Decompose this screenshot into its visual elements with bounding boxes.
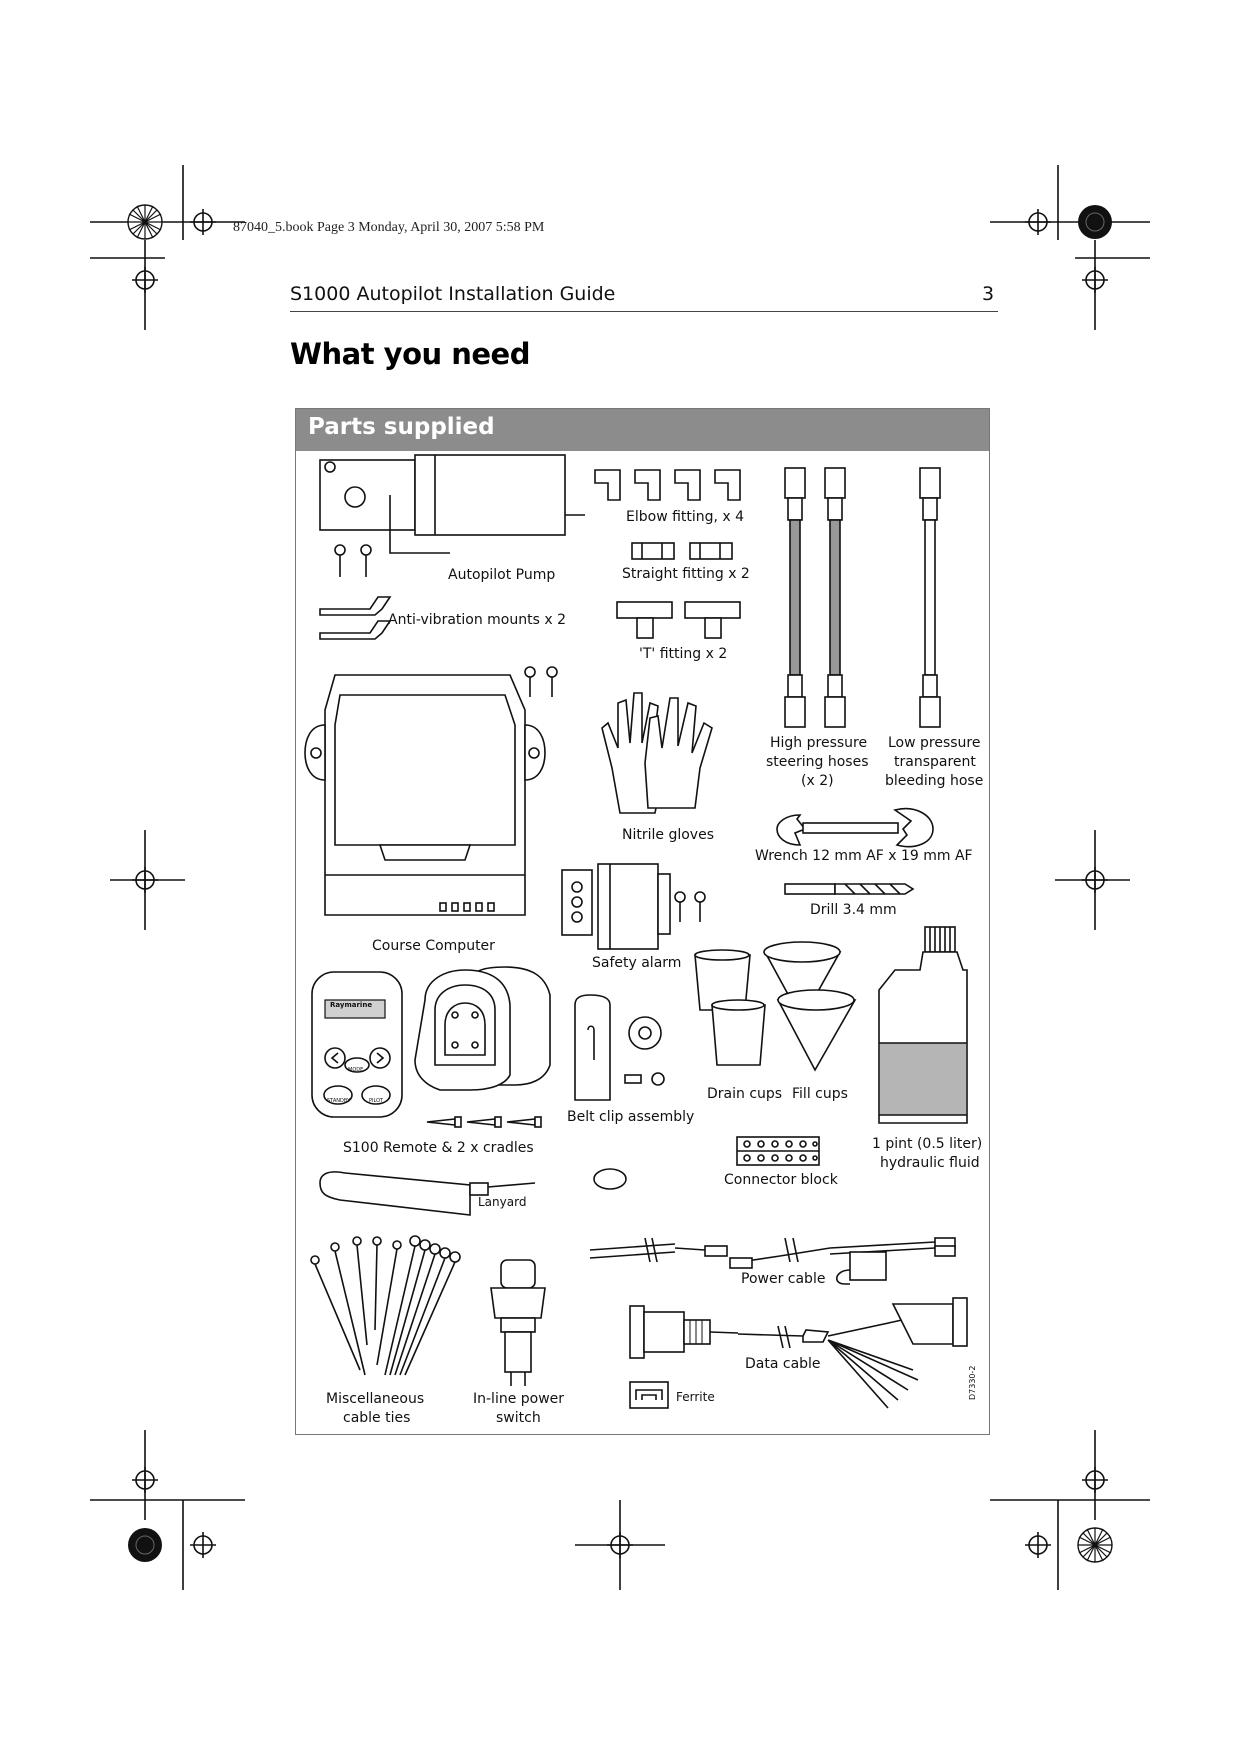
running-header-title: S1000 Autopilot Installation Guide <box>290 283 616 305</box>
remote-pilot: PILOT <box>369 1098 384 1104</box>
high-pressure-label-2: steering hoses <box>766 754 869 770</box>
fill-cups-label: Fill cups <box>792 1086 848 1102</box>
t-fitting-label: 'T' fitting x 2 <box>639 646 728 662</box>
remote-mode: MODE <box>348 1067 364 1073</box>
drain-cups-label: Drain cups <box>707 1086 783 1102</box>
print-info: 87040_5.book Page 3 Monday, April 30, 20… <box>233 220 545 235</box>
s100-remote-icon <box>311 971 403 1118</box>
data-cable-label: Data cable <box>745 1356 821 1372</box>
remote-brand: Raymarine <box>330 1001 373 1009</box>
inline-switch-label-2: switch <box>496 1410 541 1426</box>
high-pressure-label-3: (x 2) <box>801 773 834 789</box>
autopilot-pump-label: Autopilot Pump <box>448 567 556 583</box>
high-pressure-hoses-icon <box>784 467 846 728</box>
drain-cups-icon <box>694 949 766 1066</box>
autopilot-pump-icon <box>319 454 585 577</box>
remote-standby: STANDBY <box>327 1098 351 1104</box>
high-pressure-label-1: High pressure <box>770 735 868 751</box>
cable-ties-icon <box>310 1235 461 1376</box>
elbow-fitting-label: Elbow fitting, x 4 <box>626 509 745 525</box>
inline-power-switch-icon <box>490 1259 546 1386</box>
lanyard-label: Lanyard <box>478 1195 527 1209</box>
data-cable-icon <box>629 1297 968 1409</box>
straight-fittings-icon <box>631 542 733 560</box>
lanyard-icon <box>319 1168 627 1216</box>
low-pressure-label-2: transparent <box>894 754 976 770</box>
anti-vibration-mounts-icon <box>319 596 392 640</box>
power-cable-icon <box>589 1237 956 1285</box>
low-pressure-label-1: Low pressure <box>888 735 981 751</box>
connector-block-label: Connector block <box>724 1172 838 1188</box>
low-pressure-label-3: bleeding hose <box>885 773 984 789</box>
low-pressure-hose-icon <box>919 467 941 728</box>
course-computer-label: Course Computer <box>372 938 495 954</box>
belt-clip-label: Belt clip assembly <box>567 1109 695 1125</box>
cradle-screws-icon <box>426 1116 542 1128</box>
hydraulic-fluid-bottle-icon <box>878 926 968 1124</box>
safety-alarm-icon <box>561 863 706 950</box>
wrench-icon <box>776 808 934 848</box>
power-cable-label: Power cable <box>741 1271 826 1287</box>
inline-switch-label-1: In-line power <box>473 1391 565 1407</box>
anti-vibration-label: Anti-vibration mounts x 2 <box>388 612 566 628</box>
figure-id: D7330-2 <box>968 1365 977 1401</box>
nitrile-gloves-icon <box>601 692 713 814</box>
nitrile-gloves-label: Nitrile gloves <box>622 827 714 843</box>
page-number: 3 <box>982 283 995 305</box>
drill-bit-icon <box>784 883 915 895</box>
cable-ties-label-1: Miscellaneous <box>326 1391 425 1407</box>
cable-ties-label-2: cable ties <box>343 1410 411 1426</box>
header-rule <box>290 311 998 312</box>
connector-block-icon <box>736 1136 820 1166</box>
panel-header: Parts supplied <box>296 409 989 451</box>
ferrite-icon <box>629 1381 669 1409</box>
hydraulic-fluid-label-2: hydraulic fluid <box>880 1155 980 1171</box>
ferrite-label: Ferrite <box>676 1390 715 1404</box>
hydraulic-fluid-label-1: 1 pint (0.5 liter) <box>872 1136 983 1152</box>
panel-title: Parts supplied <box>308 414 495 440</box>
page-title: What you need <box>290 337 530 371</box>
wrench-label: Wrench 12 mm AF x 19 mm AF <box>755 848 973 864</box>
t-fittings-icon <box>616 601 741 639</box>
remote-cradles-icon <box>414 966 551 1091</box>
course-computer-icon <box>304 666 558 916</box>
drill-label: Drill 3.4 mm <box>810 902 897 918</box>
s100-remote-label: S100 Remote & 2 x cradles <box>343 1140 534 1156</box>
straight-fitting-label: Straight fitting x 2 <box>622 566 750 582</box>
safety-alarm-label: Safety alarm <box>592 955 682 971</box>
fill-cups-icon <box>763 941 857 1072</box>
belt-clip-icon <box>574 994 665 1101</box>
elbow-fittings-icon <box>594 469 741 501</box>
